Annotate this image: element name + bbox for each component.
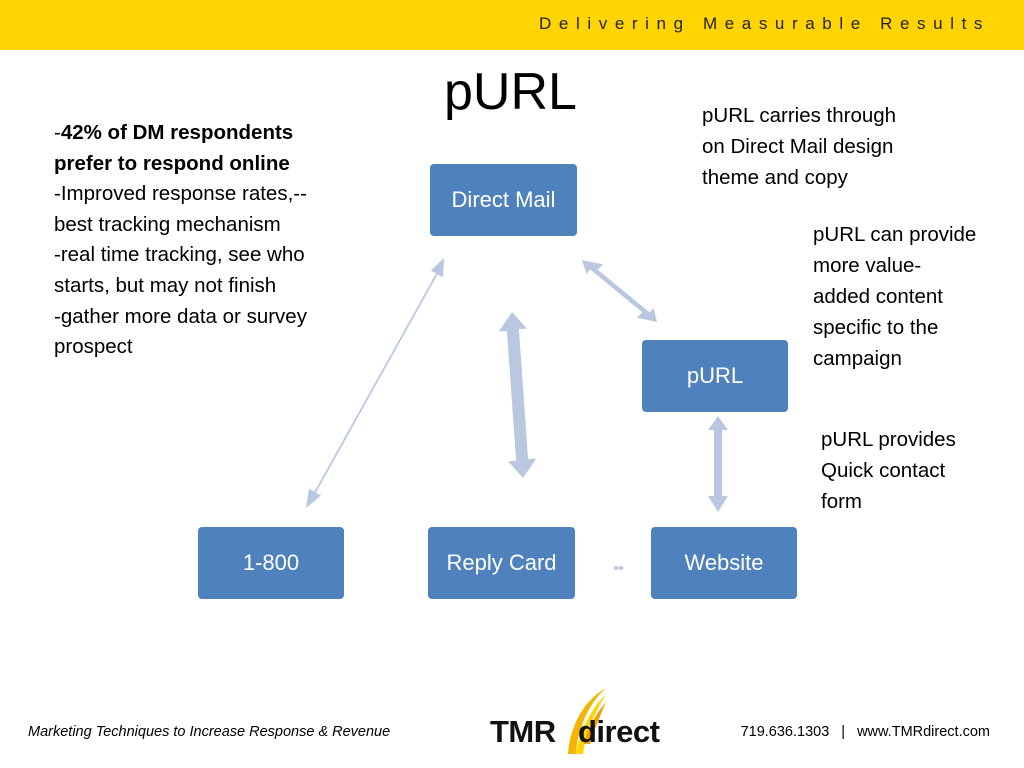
note-quick-contact: pURL provides Quick contact form bbox=[821, 428, 956, 513]
arrow-reply-card-website bbox=[613, 565, 624, 571]
footer-tagline: Marketing Techniques to Increase Respons… bbox=[28, 724, 391, 740]
bullet-bold-text: 42% of DM respondents prefer to respond … bbox=[54, 121, 294, 175]
bullet-item-4: -gather more data or survey prospect bbox=[54, 304, 307, 359]
bullet-item-3: -real time tracking, see who starts, but… bbox=[54, 243, 305, 297]
header-bar: Delivering Measurable Results bbox=[0, 0, 1024, 50]
footer-contact: 719.636.1303 | www.TMRdirect.com bbox=[741, 724, 990, 740]
footer-separator: | bbox=[841, 724, 846, 740]
arrow-direct-mail-purl bbox=[582, 260, 657, 322]
arrow-direct-mail-reply-card bbox=[498, 312, 537, 478]
logo-swoosh-icon bbox=[568, 688, 606, 754]
bullet-item-1: -42% of DM respondents prefer to respond… bbox=[54, 118, 334, 179]
slide-title: pURL bbox=[444, 63, 577, 121]
arrow-1800-direct-mail bbox=[306, 258, 444, 508]
node-purl: pURL bbox=[642, 340, 788, 412]
node-direct-mail: Direct Mail bbox=[430, 164, 577, 236]
node-1800: 1-800 bbox=[198, 527, 344, 599]
arrow-purl-website bbox=[708, 416, 728, 512]
tmr-direct-logo: TMR direct bbox=[488, 686, 660, 758]
footer-website-link[interactable]: www.TMRdirect.com bbox=[857, 724, 990, 740]
logo-direct-text: direct bbox=[578, 714, 660, 749]
bullet-item-2: -Improved response rates,--best tracking… bbox=[54, 182, 307, 236]
note-direct-mail-theme: pURL carries through on Direct Mail desi… bbox=[702, 104, 897, 189]
bullet-dash: - bbox=[54, 121, 61, 144]
logo-tmr-text: TMR bbox=[490, 714, 556, 749]
note-value-added-content: pURL can provide more value- added conte… bbox=[813, 223, 977, 370]
bullet-list: -42% of DM respondents prefer to respond… bbox=[54, 118, 334, 363]
node-website: Website bbox=[651, 527, 797, 599]
tagline: Delivering Measurable Results bbox=[539, 14, 990, 33]
footer-phone: 719.636.1303 bbox=[740, 724, 830, 740]
node-reply-card: Reply Card bbox=[428, 527, 575, 599]
